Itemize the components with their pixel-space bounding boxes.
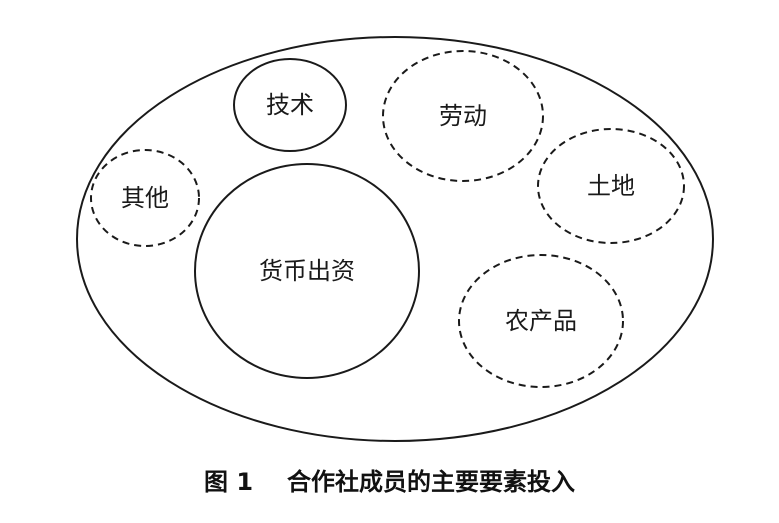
node-labor-label: 劳动 — [439, 102, 487, 130]
node-tech-label: 技术 — [266, 91, 314, 119]
node-labor-ellipse — [382, 50, 544, 182]
node-other-ellipse — [90, 149, 200, 247]
figure-number: 图 1 — [203, 468, 254, 496]
node-land-label: 土地 — [587, 172, 635, 200]
figure-title: 合作社成员的主要要素投入 — [287, 468, 576, 496]
figure-caption: 图 1 合作社成员的主要要素投入 — [0, 462, 779, 497]
elements-diagram: 技术 劳动 土地 其他 货币出资 农产品 — [76, 36, 714, 442]
cooperative-container-ellipse — [76, 36, 714, 442]
node-produce-ellipse — [458, 254, 624, 388]
node-other-label: 其他 — [121, 184, 169, 212]
node-tech-ellipse — [233, 58, 347, 152]
node-capital-label: 货币出资 — [259, 257, 355, 285]
node-produce-label: 农产品 — [505, 307, 577, 335]
node-land-ellipse — [537, 128, 685, 244]
node-capital-ellipse — [194, 163, 420, 379]
